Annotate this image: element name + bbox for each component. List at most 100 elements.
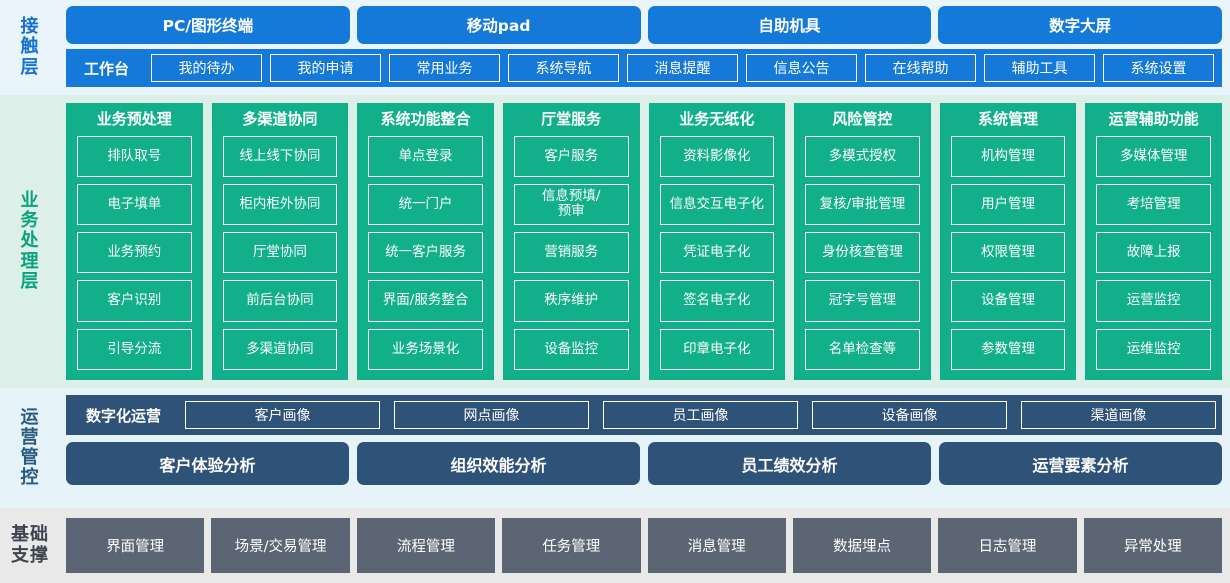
business-layer-label-char: 务 — [20, 210, 40, 232]
operations-layer-label-char: 控 — [20, 467, 40, 489]
business-item[interactable]: 复核/审批管理 — [805, 183, 920, 226]
digital-operations-row: 数字化运营 客户画像 网点画像 员工画像 设备画像 渠道画像 — [66, 395, 1222, 435]
channel-digital-screen[interactable]: 数字大屏 — [938, 6, 1222, 44]
operations-control-layer: 运 营 管 控 数字化运营 客户画像 网点画像 员工画像 设备画像 渠道画像 客… — [0, 388, 1230, 508]
business-layer-label-char: 理 — [20, 250, 40, 272]
business-item[interactable]: 身份核查管理 — [805, 232, 920, 274]
business-item[interactable]: 单点登录 — [368, 135, 483, 177]
business-item[interactable]: 客户服务 — [513, 135, 629, 177]
channel-pc[interactable]: PC/图形终端 — [66, 6, 350, 44]
column-title: 厅堂服务 — [541, 110, 602, 128]
business-item[interactable]: 权限管理 — [950, 232, 1066, 274]
foundation-support-layer: 基础 支撑 界面管理 场景/交易管理 流程管理 任务管理 消息管理 数据埋点 日… — [0, 508, 1230, 583]
analysis-employee-performance[interactable]: 员工绩效分析 — [648, 442, 931, 485]
business-item[interactable]: 统一客户服务 — [368, 232, 483, 274]
business-item[interactable]: 考培管理 — [1096, 183, 1211, 226]
portrait-employee[interactable]: 员工画像 — [603, 401, 799, 429]
workbench-item-message-reminder[interactable]: 消息提醒 — [627, 54, 739, 82]
workbench-item-system-navigation[interactable]: 系统导航 — [508, 54, 620, 82]
foundation-item-ui-management[interactable]: 界面管理 — [66, 518, 205, 573]
business-item[interactable]: 客户识别 — [77, 280, 192, 322]
business-item[interactable]: 设备管理 — [950, 280, 1066, 322]
business-column-multichannel: 多渠道协同 线上线下协同 柜内柜外协同 厅堂协同 前后台协同 多渠道协同 — [211, 103, 349, 380]
business-item[interactable]: 业务预约 — [77, 232, 192, 274]
business-item[interactable]: 电子填单 — [77, 183, 192, 226]
workbench-item-my-todo[interactable]: 我的待办 — [151, 54, 263, 82]
business-column-system-integration: 系统功能整合 单点登录 统一门户 统一客户服务 界面/服务整合 业务场景化 — [357, 103, 494, 380]
business-column-risk-control: 风险管控 多模式授权 复核/审批管理 身份核查管理 冠字号管理 名单检查等 — [794, 103, 931, 380]
business-item[interactable]: 多媒体管理 — [1096, 135, 1211, 177]
portrait-device[interactable]: 设备画像 — [812, 401, 1008, 429]
business-item[interactable]: 参数管理 — [950, 328, 1066, 370]
business-item[interactable]: 资料影像化 — [659, 135, 775, 177]
channel-self-service[interactable]: 自助机具 — [647, 6, 932, 44]
workbench-item-my-application[interactable]: 我的申请 — [270, 54, 382, 82]
workbench-item-system-settings[interactable]: 系统设置 — [1103, 54, 1215, 82]
business-item[interactable]: 营销服务 — [513, 232, 629, 274]
channel-mobile-pad[interactable]: 移动pad — [356, 6, 641, 44]
workbench-item-auxiliary-tools[interactable]: 辅助工具 — [984, 54, 1096, 82]
business-item[interactable]: 冠字号管理 — [805, 280, 920, 322]
business-item[interactable]: 名单检查等 — [805, 328, 920, 370]
foundation-layer-body: 界面管理 场景/交易管理 流程管理 任务管理 消息管理 数据埋点 日志管理 异常… — [60, 508, 1230, 583]
business-item[interactable]: 业务场景化 — [368, 328, 483, 370]
analysis-organizational-efficiency[interactable]: 组织效能分析 — [357, 442, 640, 485]
workbench-item-information-bulletin[interactable]: 信息公告 — [746, 54, 858, 82]
contact-layer: 接 触 层 PC/图形终端 移动pad 自助机具 数字大屏 工作台 我的待办 我… — [0, 0, 1230, 95]
business-item[interactable]: 前后台协同 — [222, 280, 338, 322]
business-item[interactable]: 统一门户 — [368, 183, 483, 226]
foundation-item-exception-handling[interactable]: 异常处理 — [1083, 518, 1222, 573]
business-item[interactable]: 故障上报 — [1096, 232, 1211, 274]
foundation-item-message-management[interactable]: 消息管理 — [647, 518, 786, 573]
analysis-operation-elements[interactable]: 运营要素分析 — [939, 442, 1222, 485]
column-title: 系统管理 — [978, 110, 1039, 128]
operations-layer-label-char: 营 — [20, 426, 40, 448]
foundation-item-scene-transaction-management[interactable]: 场景/交易管理 — [211, 518, 350, 573]
business-processing-layer: 业 务 处 理 层 业务预处理 排队取号 电子填单 业务预约 客户识别 引导分流… — [0, 95, 1230, 388]
portrait-channel[interactable]: 渠道画像 — [1021, 401, 1217, 429]
operations-layer-label-char: 运 — [20, 406, 40, 428]
business-item[interactable]: 排队取号 — [77, 135, 192, 177]
business-item[interactable]: 设备监控 — [513, 328, 629, 370]
column-title: 业务无纸化 — [679, 110, 755, 128]
contact-layer-body: PC/图形终端 移动pad 自助机具 数字大屏 工作台 我的待办 我的申请 常用… — [60, 0, 1230, 95]
analysis-customer-experience[interactable]: 客户体验分析 — [66, 442, 349, 485]
foundation-item-log-management[interactable]: 日志管理 — [938, 518, 1077, 573]
column-title: 业务预处理 — [96, 110, 172, 128]
business-column-lobby-service: 厅堂服务 客户服务 信息预填/ 预审 营销服务 秩序维护 设备监控 — [502, 103, 640, 380]
contact-layer-label: 接 触 层 — [0, 0, 60, 95]
column-title: 多渠道协同 — [242, 110, 318, 128]
portrait-branch[interactable]: 网点画像 — [394, 401, 590, 429]
business-item[interactable]: 印章电子化 — [659, 328, 775, 370]
business-item[interactable]: 用户管理 — [950, 183, 1066, 226]
business-column-system-management: 系统管理 机构管理 用户管理 权限管理 设备管理 参数管理 — [939, 103, 1077, 380]
business-item[interactable]: 运维监控 — [1096, 328, 1211, 370]
foundation-layer-label-line: 支撑 — [11, 544, 49, 566]
business-item[interactable]: 厅堂协同 — [222, 232, 338, 274]
business-item[interactable]: 运营监控 — [1096, 280, 1211, 322]
business-layer-label: 业 务 处 理 层 — [0, 95, 60, 388]
business-item[interactable]: 签名电子化 — [659, 280, 775, 322]
business-item[interactable]: 界面/服务整合 — [368, 280, 483, 322]
business-item[interactable]: 柜内柜外协同 — [222, 183, 338, 226]
portrait-customer[interactable]: 客户画像 — [185, 401, 381, 429]
contact-layer-label-char: 触 — [20, 36, 40, 58]
business-item[interactable]: 多渠道协同 — [222, 328, 338, 370]
business-item[interactable]: 线上线下协同 — [222, 135, 338, 177]
business-item[interactable]: 机构管理 — [950, 135, 1066, 177]
workbench-item-common-business[interactable]: 常用业务 — [389, 54, 501, 82]
business-item[interactable]: 信息预填/ 预审 — [513, 183, 629, 226]
business-layer-label-char: 业 — [20, 190, 40, 212]
foundation-item-process-management[interactable]: 流程管理 — [356, 518, 496, 573]
business-item[interactable]: 多模式授权 — [805, 135, 920, 177]
business-layer-label-char: 处 — [20, 230, 40, 252]
foundation-item-data-tracking[interactable]: 数据埋点 — [792, 518, 932, 573]
business-item[interactable]: 信息交互电子化 — [659, 183, 775, 226]
business-item[interactable]: 凭证电子化 — [659, 232, 775, 274]
digital-operations-title: 数字化运营 — [86, 406, 162, 425]
business-item[interactable]: 引导分流 — [77, 328, 192, 370]
business-item[interactable]: 秩序维护 — [513, 280, 629, 322]
workbench-item-online-help[interactable]: 在线帮助 — [865, 54, 977, 82]
foundation-item-task-management[interactable]: 任务管理 — [502, 518, 641, 573]
